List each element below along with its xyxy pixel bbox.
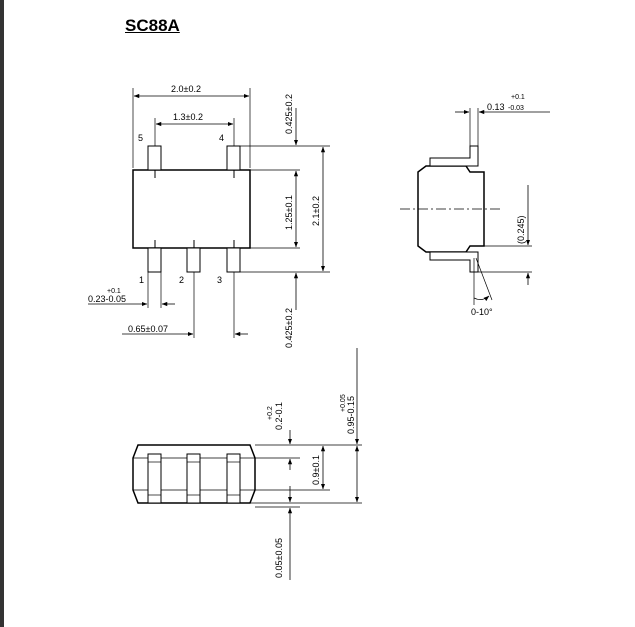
dim-body-height: 1.25±0.1: [284, 195, 294, 230]
dim-lead-thickness: 0.13: [487, 102, 505, 112]
top-view-body: [132, 169, 251, 249]
dim-pin-pitch-outer: 1.3±0.2: [173, 112, 203, 122]
dim-standoff-tol-plus: +0.2: [267, 406, 274, 420]
dim-lead-width: 0.23-0.05: [88, 294, 126, 304]
front-lead-middle: [186, 453, 201, 504]
left-edge-border: [0, 0, 4, 627]
pin-label-2: 2: [179, 275, 184, 285]
pin-label-3: 3: [217, 275, 222, 285]
lead-1: [147, 247, 162, 273]
lead-5: [147, 145, 162, 171]
dim-lead-thickness-tol-minus: -0.03: [508, 105, 524, 112]
dim-lead-length-top: 0.425±0.2: [284, 94, 294, 134]
side-view: [400, 108, 550, 305]
dim-lead-thickness-tol-plus: +0.1: [511, 94, 525, 101]
dim-foot-angle: 0-10°: [471, 307, 493, 317]
dim-lead-length-bottom: 0.425±0.2: [284, 308, 294, 348]
front-lead-left: [147, 453, 162, 504]
pin-label-1: 1: [139, 275, 144, 285]
lead-3: [226, 247, 241, 273]
front-lead-right: [226, 453, 241, 504]
front-view: [132, 348, 362, 580]
top-view: [88, 88, 330, 338]
pin-label-4: 4: [219, 133, 224, 143]
lead-4: [226, 145, 241, 171]
side-view-lead-bottom: [429, 251, 479, 273]
lead-2: [186, 247, 201, 273]
dim-pin-pitch: 0.65±0.07: [128, 324, 168, 334]
dim-standoff: 0.2-0.1: [274, 402, 284, 430]
dim-height-overall: 2.1±0.2: [311, 196, 321, 226]
pin-label-5: 5: [138, 133, 143, 143]
side-view-lead-top: [429, 145, 479, 167]
dim-height: 0.95-0.15: [346, 396, 356, 434]
dim-body-thickness: 0.9±0.1: [311, 455, 321, 485]
dim-foot-height: (0.245): [516, 215, 526, 244]
dim-width-overall: 2.0±0.2: [171, 84, 201, 94]
package-title: SC88A: [125, 16, 180, 35]
dim-lead-width-tol: +0.1: [107, 288, 121, 295]
dim-height-tol-plus: +0.05: [340, 394, 347, 412]
dim-bottom-gap: 0.05±0.05: [274, 538, 284, 578]
